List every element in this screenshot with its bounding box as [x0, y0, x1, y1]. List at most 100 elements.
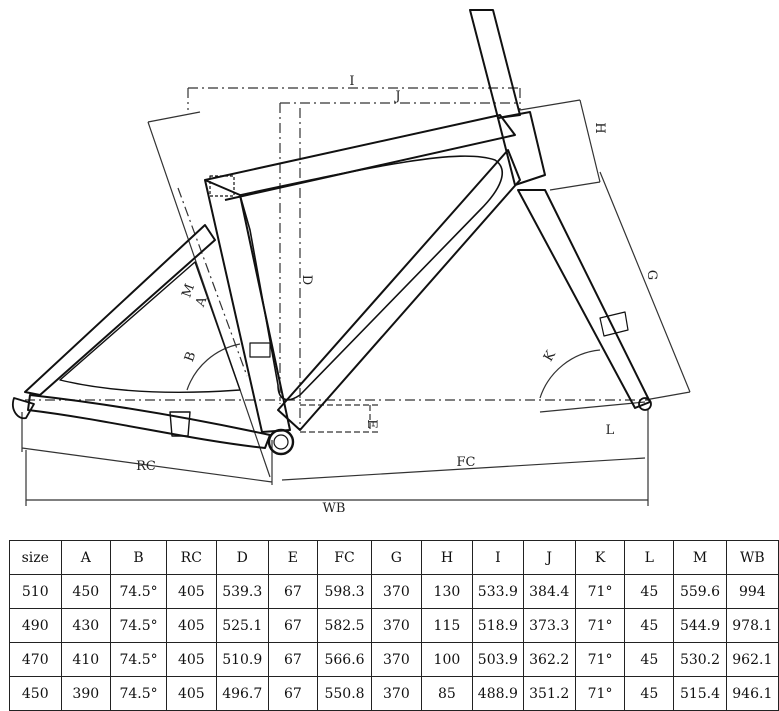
label-g: G — [644, 270, 659, 280]
column-header: I — [472, 540, 524, 575]
label-wb: WB — [323, 501, 346, 516]
table-cell: 430 — [60, 608, 112, 643]
table-cell: 450 — [60, 574, 112, 609]
fork-steerer — [469, 9, 521, 119]
table-cell: 67 — [267, 608, 318, 643]
table-cell: 946.1 — [725, 676, 779, 711]
column-header: FC — [316, 540, 373, 575]
table-cell: 405 — [166, 608, 217, 643]
table-cell: 85 — [420, 676, 474, 711]
label-h: H — [592, 122, 607, 133]
frame-geometry-diagram: I J H G D M A B K L E RC FC WB — [12, 9, 691, 516]
seat-tube — [204, 179, 291, 433]
table-cell: 370 — [371, 676, 422, 711]
table-cell: 74.5° — [110, 676, 168, 711]
table-cell: 71° — [574, 608, 626, 643]
table-cell: 490 — [9, 608, 62, 643]
table-cell: 130 — [420, 574, 474, 609]
front-fork — [517, 189, 651, 409]
table-cell: 450 — [9, 676, 62, 711]
table-cell: 978.1 — [725, 608, 779, 643]
table-cell: 530.2 — [673, 642, 727, 677]
rear-triangle-inner — [59, 261, 241, 394]
cable-port — [249, 342, 271, 358]
table-cell: 390 — [60, 676, 112, 711]
table-cell: 962.1 — [725, 642, 779, 677]
head-tube — [497, 111, 546, 186]
table-cell: 373.3 — [522, 608, 576, 643]
table-cell: 67 — [267, 676, 318, 711]
column-header: L — [624, 540, 675, 575]
table-cell: 410 — [60, 642, 112, 677]
label-rc: RC — [136, 459, 156, 474]
table-cell: 582.5 — [316, 608, 373, 643]
top-tube — [204, 114, 516, 201]
table-cell: 496.7 — [215, 676, 269, 711]
column-header: J — [522, 540, 576, 575]
fork-crown-detail — [599, 311, 629, 337]
label-i: I — [349, 74, 354, 89]
table-cell: 45 — [624, 676, 675, 711]
table-cell: 510.9 — [215, 642, 269, 677]
label-d: D — [299, 275, 314, 285]
rear-dropout — [12, 397, 35, 420]
frame-inner-window — [239, 155, 504, 401]
table-cell: 370 — [371, 574, 422, 609]
seat-stays — [24, 224, 216, 396]
chainstay-bridge — [169, 411, 191, 437]
table-cell: 405 — [166, 574, 217, 609]
label-fc: FC — [457, 455, 476, 470]
table-cell: 539.3 — [215, 574, 269, 609]
table-cell: 550.8 — [316, 676, 373, 711]
column-header: K — [574, 540, 626, 575]
column-header: M — [673, 540, 727, 575]
label-e: E — [364, 419, 379, 429]
table-cell: 45 — [624, 608, 675, 643]
table-cell: 370 — [371, 608, 422, 643]
down-tube — [277, 149, 521, 431]
table-cell: 525.1 — [215, 608, 269, 643]
table-cell: 518.9 — [472, 608, 524, 643]
table-cell: 488.9 — [472, 676, 524, 711]
table-cell: 71° — [574, 676, 626, 711]
dimension-line-j — [279, 102, 520, 404]
table-cell: 74.5° — [110, 608, 168, 643]
seat-clamp — [209, 175, 235, 197]
table-cell: 115 — [420, 608, 474, 643]
table-cell: 71° — [574, 642, 626, 677]
dimension-line-fc — [281, 457, 646, 481]
front-axle — [638, 397, 652, 411]
dimension-line-i — [187, 87, 521, 110]
table-cell: 470 — [9, 642, 62, 677]
column-header: G — [371, 540, 422, 575]
table-cell: 362.2 — [522, 642, 576, 677]
table-cell: 384.4 — [522, 574, 576, 609]
table-cell: 74.5° — [110, 574, 168, 609]
column-header: A — [60, 540, 112, 575]
table-cell: 71° — [574, 574, 626, 609]
column-header: size — [9, 540, 62, 575]
bottom-bracket — [267, 428, 295, 456]
column-header: RC — [166, 540, 217, 575]
column-header: D — [215, 540, 269, 575]
table-cell: 515.4 — [673, 676, 727, 711]
chain-stays — [27, 394, 271, 449]
label-k: K — [541, 348, 559, 364]
dimension-line-wb — [25, 410, 649, 506]
table-cell: 100 — [420, 642, 474, 677]
table-cell: 533.9 — [472, 574, 524, 609]
table-cell: 503.9 — [472, 642, 524, 677]
table-cell: 74.5° — [110, 642, 168, 677]
column-header: WB — [725, 540, 779, 575]
label-m: M — [179, 282, 198, 300]
column-header: B — [110, 540, 168, 575]
table-cell: 351.2 — [522, 676, 576, 711]
dimension-line-g — [599, 171, 691, 401]
table-cell: 67 — [267, 642, 318, 677]
dimension-line-m — [147, 111, 271, 478]
label-b: B — [182, 350, 199, 364]
